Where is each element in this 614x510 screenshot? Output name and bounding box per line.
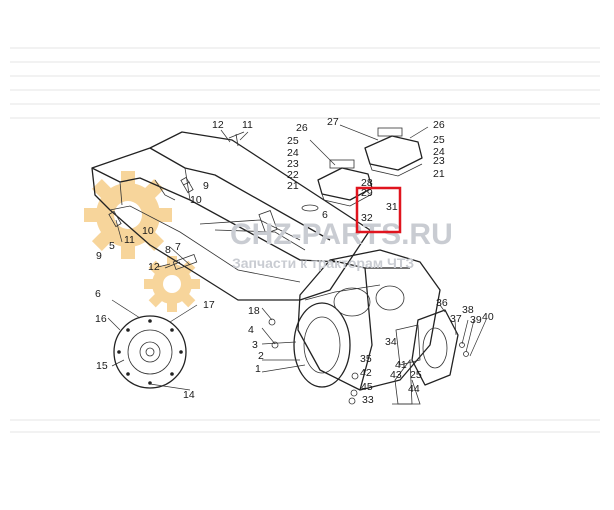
highlight-box <box>355 186 402 234</box>
watermark-gear-icon <box>84 171 200 312</box>
front-cover-plate <box>113 315 187 389</box>
callout-label: 11 <box>242 119 253 131</box>
callout-label: 17 <box>203 299 215 311</box>
scan-texture <box>10 47 600 433</box>
callout-label: 37 <box>450 313 462 325</box>
callout-label: 2 <box>258 350 264 362</box>
callout-label: 3 <box>252 339 258 351</box>
callout-label: 7 <box>175 241 181 253</box>
callout-label: 43 <box>390 369 402 381</box>
top-cover-right <box>364 127 423 177</box>
callout-label: 34 <box>385 336 397 348</box>
callout-label: 23 <box>287 158 299 170</box>
callout-label: 1 <box>255 363 261 375</box>
callout-label: 16 <box>95 313 107 325</box>
leader-lines <box>107 124 487 391</box>
callout-label: 29 <box>361 187 373 199</box>
callout-label: 6 <box>95 288 101 300</box>
watermark-brand: CHZ-PARTS.RU <box>230 218 453 251</box>
callout-label: 12 <box>212 119 224 131</box>
callout-label: 25 <box>287 135 299 147</box>
side-cover <box>395 309 459 386</box>
callout-label: 36 <box>436 297 448 309</box>
callout-label: 45 <box>361 381 373 393</box>
callout-label: 42 <box>360 367 372 379</box>
callout-label: 9 <box>203 180 209 192</box>
callout-label: 6 <box>322 209 328 221</box>
callout-label: 31 <box>386 201 398 213</box>
callout-label: 4 <box>248 324 254 336</box>
callout-label: 24 <box>287 147 299 159</box>
callout-label: 12 <box>148 261 160 273</box>
callout-label: 18 <box>248 305 260 317</box>
callout-label: 25 <box>433 134 445 146</box>
callout-label: 39 <box>470 314 482 326</box>
callout-label: 24 <box>433 146 445 158</box>
callout-label: 9 <box>96 250 102 262</box>
callout-label: 38 <box>462 304 474 316</box>
callout-label: 21 <box>287 180 299 192</box>
callout-label: 10 <box>142 225 154 237</box>
callout-label: 25 <box>410 369 422 381</box>
callout-label: 32 <box>361 212 373 224</box>
callout-label: 23 <box>433 155 445 167</box>
rear-axle-housing <box>293 249 441 391</box>
callout-label: 10 <box>190 194 202 206</box>
fasteners <box>108 131 469 405</box>
watermark-tagline: Запчасти к тракторам ЧТЗ <box>232 255 414 271</box>
callout-label: 40 <box>482 311 494 323</box>
callout-label: 22 <box>287 169 299 181</box>
callout-label: 5 <box>109 240 115 252</box>
callout-label: 28 <box>361 177 373 189</box>
callout-label: 14 <box>183 389 195 401</box>
callout-label: 21 <box>433 168 445 180</box>
callout-label: 44 <box>408 383 420 395</box>
watermark: CHZ-PARTS.RU Запчасти к тракторам ЧТЗ <box>230 218 453 271</box>
callout-label: 15 <box>96 360 108 372</box>
callout-label: 26 <box>296 122 308 134</box>
callout-label: 27 <box>327 116 339 128</box>
callout-label: 35 <box>360 353 372 365</box>
callout-label: 8 <box>165 244 171 256</box>
callout-label: 26 <box>433 119 445 131</box>
callout-label: 11 <box>124 234 135 246</box>
callout-labels: 12 11 26 27 26 25 25 24 24 23 23 22 21 2… <box>95 116 494 406</box>
callout-label: 41 <box>395 359 407 371</box>
callout-label: 33 <box>362 394 374 406</box>
